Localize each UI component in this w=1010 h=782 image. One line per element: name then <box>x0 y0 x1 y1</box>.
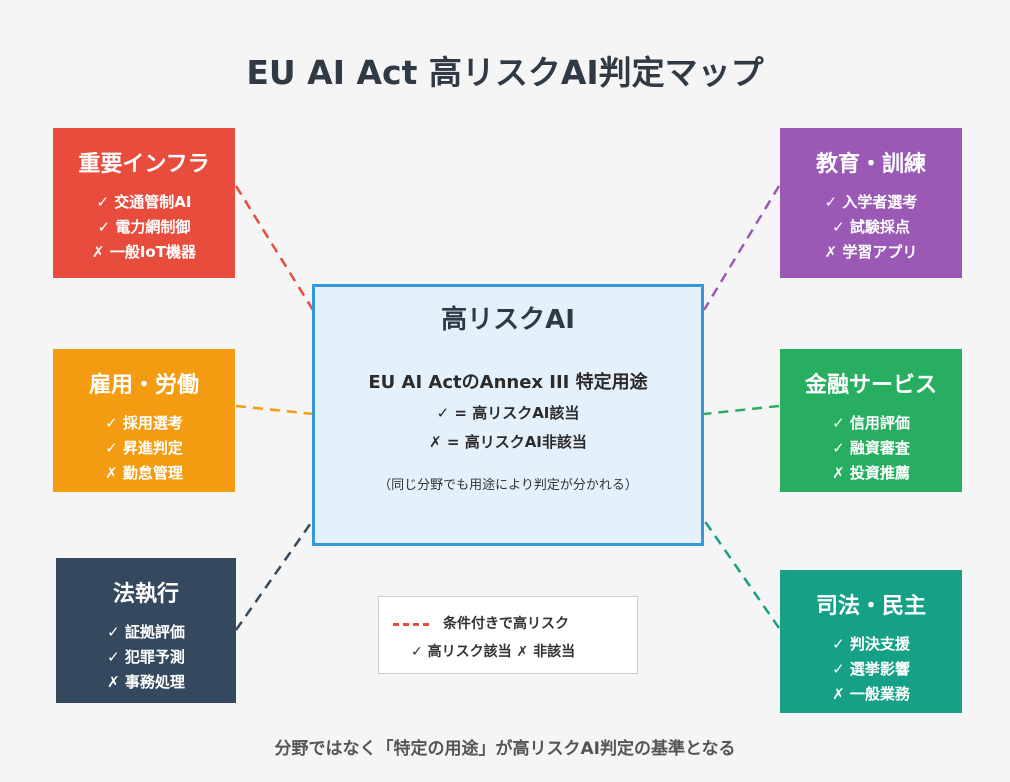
connector-employment <box>235 404 314 416</box>
category-employment-item: ✓ 昇進判定 <box>105 439 183 457</box>
category-education: 教育・訓練 ✓ 入学者選考 ✓ 試験採点 ✗ 学習アプリ <box>780 128 962 278</box>
category-finance-item: ✓ 信用評価 <box>832 414 910 432</box>
category-employment-title: 雇用・労働 <box>88 373 199 398</box>
center-check-meaning: ✓ = 高リスクAI該当 <box>436 404 580 422</box>
category-justice-item: ✓ 選挙影響 <box>832 660 910 678</box>
category-law-title: 法執行 <box>112 582 179 607</box>
center-annex-line: EU AI ActのAnnex III 特定用途 <box>368 372 648 393</box>
center-high-risk-ai: 高リスクAI EU AI ActのAnnex III 特定用途 ✓ = 高リスク… <box>312 284 704 546</box>
category-justice-item: ✓ 判決支援 <box>832 635 910 653</box>
connector-finance <box>703 404 780 416</box>
category-infra: 重要インフラ ✓ 交通管制AI ✓ 電力網制御 ✗ 一般IoT機器 <box>53 128 235 278</box>
category-education-title: 教育・訓練 <box>815 152 926 177</box>
category-law-enforcement: 法執行 ✓ 証拠評価 ✓ 犯罪予測 ✗ 事務処理 <box>56 558 236 703</box>
category-education-item: ✗ 学習アプリ <box>824 243 918 261</box>
category-infra-item: ✓ 電力網制御 <box>97 218 191 236</box>
center-cross-meaning: ✗ = 高リスクAI非該当 <box>429 433 587 451</box>
center-note: （同じ分野でも用途により判定が分かれる） <box>378 478 638 493</box>
category-finance: 金融サービス ✓ 信用評価 ✓ 融資審査 ✗ 投資推薦 <box>780 349 962 492</box>
connector-justice <box>702 519 781 629</box>
category-law-item: ✓ 証拠評価 <box>107 623 185 641</box>
category-education-item: ✓ 試験採点 <box>832 218 910 236</box>
category-finance-item: ✗ 投資推薦 <box>832 464 910 482</box>
legend-marks-label: ✓ 高リスク該当 ✗ 非該当 <box>411 644 576 660</box>
category-employment: 雇用・労働 ✓ 採用選考 ✓ 昇進判定 ✗ 勤怠管理 <box>53 349 235 492</box>
category-justice-title: 司法・民主 <box>815 594 926 619</box>
category-law-item: ✓ 犯罪予測 <box>107 648 185 666</box>
category-law-item: ✗ 事務処理 <box>107 673 185 691</box>
category-finance-title: 金融サービス <box>804 373 937 398</box>
category-finance-item: ✓ 融資審査 <box>832 439 910 457</box>
connector-law <box>234 519 315 631</box>
center-title: 高リスクAI <box>441 305 575 335</box>
legend: 条件付きで高リスク ✓ 高リスク該当 ✗ 非該当 <box>378 596 638 674</box>
category-infra-item: ✗ 一般IoT機器 <box>92 243 196 261</box>
legend-dashed-label: 条件付きで高リスク <box>443 616 569 632</box>
category-infra-title: 重要インフラ <box>78 152 210 177</box>
page-title: EU AI Act 高リスクAI判定マップ <box>246 53 764 92</box>
connector-infra <box>234 185 315 311</box>
footer-note: 分野ではなく「特定の用途」が高リスクAI判定の基準となる <box>274 739 736 759</box>
connector-education <box>702 185 781 311</box>
category-justice: 司法・民主 ✓ 判決支援 ✓ 選挙影響 ✗ 一般業務 <box>780 570 962 713</box>
category-education-item: ✓ 入学者選考 <box>824 193 918 211</box>
category-employment-item: ✗ 勤怠管理 <box>105 464 183 482</box>
category-employment-item: ✓ 採用選考 <box>105 414 183 432</box>
category-infra-item: ✓ 交通管制AI <box>96 193 192 211</box>
dashed-line-swatch <box>393 622 429 626</box>
category-justice-item: ✗ 一般業務 <box>832 685 910 703</box>
